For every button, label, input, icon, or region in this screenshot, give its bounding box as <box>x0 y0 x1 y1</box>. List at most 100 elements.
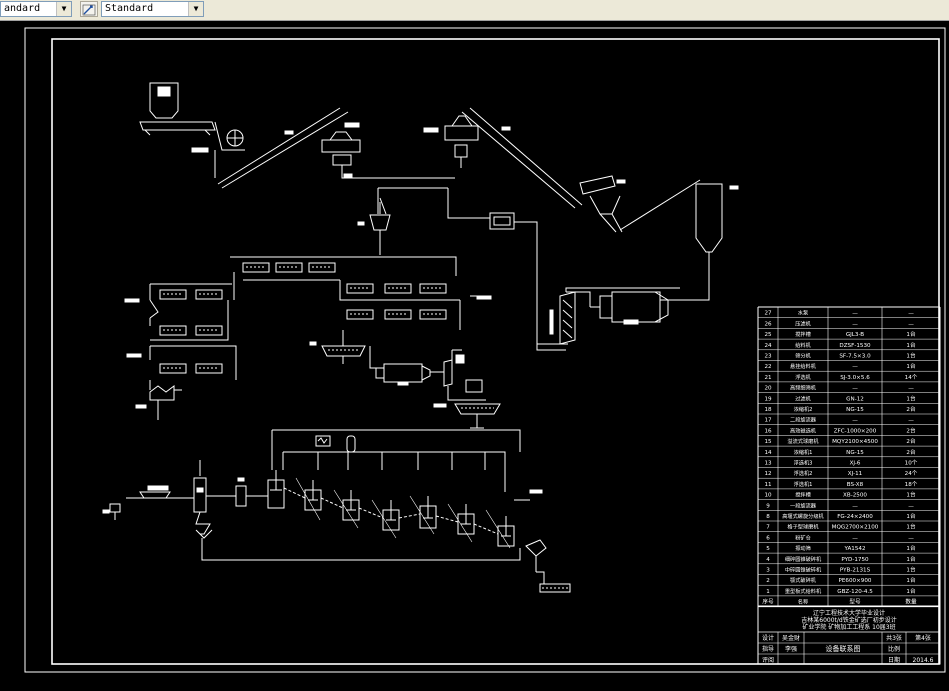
row-name: 二段旋流器 <box>790 416 817 424</box>
row-name: 浮选机 <box>795 373 811 381</box>
row-number: 16 <box>764 428 772 434</box>
title-line-2: 吉林某6000t/d铁金矿选厂初步设计 <box>801 616 896 624</box>
row-name: 浮选机1 <box>794 480 813 488</box>
text-style-value: andard <box>4 3 41 14</box>
sheet-number: 第4张 <box>915 634 931 642</box>
row-quantity: 1台 <box>906 587 916 595</box>
row-quantity: — <box>908 311 914 317</box>
row-name: 中碎圆锥破碎机 <box>785 566 822 574</box>
outer-frame <box>24 27 946 673</box>
row-model: SF-7.5×3.0 <box>839 354 871 360</box>
row-model: GN-12 <box>846 396 864 402</box>
row-quantity: 2台 <box>906 448 916 456</box>
row-quantity: 18个 <box>905 481 918 488</box>
row-number: 1 <box>766 589 770 595</box>
row-model: — <box>852 364 858 370</box>
title-line-1: 辽宁工程技术大学毕业设计 <box>813 609 885 617</box>
row-number: 5 <box>766 546 770 552</box>
row-name: 格子型球磨机 <box>787 523 819 531</box>
row-number: 11 <box>764 482 772 488</box>
row-quantity: 2台 <box>906 426 916 434</box>
row-model: DZSF-1530 <box>839 343 871 349</box>
drawing-name: 设备联系图 <box>826 644 861 653</box>
row-name: 振动筛 <box>795 544 811 552</box>
row-model: — <box>852 535 858 541</box>
dimension-style-combo[interactable]: Standard ▼ <box>101 1 204 17</box>
reviewer-label: 评阅 <box>762 656 774 664</box>
row-model: — <box>852 503 858 509</box>
row-name: 筛分机 <box>795 352 811 360</box>
row-name: 悬挂给料机 <box>790 362 817 370</box>
row-quantity: 2台 <box>906 437 916 445</box>
date-value: 2014.6 <box>913 657 934 664</box>
row-name: 重型板式给料机 <box>785 587 822 595</box>
row-number: 18 <box>764 407 772 413</box>
row-number: 20 <box>764 386 772 392</box>
table-header-no: 序号 <box>762 598 774 606</box>
row-model: BS-X8 <box>847 482 864 488</box>
sheet-total: 共3张 <box>886 634 902 642</box>
row-quantity: 1台 <box>906 341 916 349</box>
row-name: 一段旋流器 <box>790 501 817 509</box>
row-number: 12 <box>764 471 771 477</box>
row-quantity: — <box>908 535 914 541</box>
table-header-qty: 数量 <box>905 598 917 606</box>
advisor-label: 指导 <box>762 645 774 653</box>
row-number: 14 <box>764 450 772 456</box>
dimension-style-icon[interactable] <box>80 1 98 17</box>
row-name: 粉矿仓 <box>795 533 811 541</box>
row-number: 3 <box>766 568 770 574</box>
row-number: 17 <box>764 418 772 424</box>
row-number: 6 <box>766 535 770 541</box>
row-model: PE600×900 <box>839 578 872 584</box>
row-number: 25 <box>764 332 772 338</box>
row-model: PYD-1750 <box>841 557 869 563</box>
chevron-down-icon[interactable]: ▼ <box>56 2 71 16</box>
row-quantity: — <box>908 418 914 424</box>
row-quantity: 1台 <box>906 491 916 499</box>
row-number: 9 <box>766 503 770 509</box>
scale-label: 比例 <box>888 645 900 653</box>
row-name: 高堰式螺旋分级机 <box>782 512 824 520</box>
row-model: YA1542 <box>843 546 865 552</box>
row-name: 高频细筛机 <box>790 384 817 392</box>
table-header-name: 名称 <box>798 598 808 606</box>
toolbar: andard ▼ Standard ▼ <box>0 0 949 21</box>
designer-value: 吴金财 <box>782 634 800 642</box>
row-model: GJL3-B <box>846 332 864 338</box>
row-name: 浓缩机2 <box>794 405 813 413</box>
row-number: 13 <box>764 461 772 467</box>
row-quantity: 1台 <box>906 566 916 574</box>
row-quantity: 1台 <box>906 544 916 552</box>
row-number: 27 <box>764 311 772 317</box>
row-name: 颚式破碎机 <box>790 576 817 584</box>
chevron-down-icon[interactable]: ▼ <box>188 2 203 16</box>
row-number: 21 <box>764 375 772 381</box>
row-quantity: 1台 <box>906 512 916 520</box>
row-model: FG-24×2400 <box>837 514 873 520</box>
dimension-style-value: Standard <box>105 3 154 14</box>
row-name: 高效磁选机 <box>790 426 817 434</box>
table-header-model: 型号 <box>849 598 861 606</box>
row-name: 水泵 <box>798 309 808 317</box>
row-name: 浮选机2 <box>794 469 813 477</box>
row-name: 浓缩机1 <box>794 448 813 456</box>
row-quantity: 1台 <box>906 352 916 360</box>
row-name: 细碎圆锥破碎机 <box>785 555 822 563</box>
row-model: XJ-6 <box>850 461 861 467</box>
row-number: 24 <box>764 343 772 349</box>
row-name: 搅拌槽 <box>795 330 811 338</box>
row-name: 过滤机 <box>795 394 811 402</box>
inner-frame <box>51 38 940 665</box>
row-number: 2 <box>766 578 770 584</box>
row-number: 19 <box>764 396 772 402</box>
row-quantity: 1台 <box>906 523 916 531</box>
text-style-combo[interactable]: andard ▼ <box>0 1 72 17</box>
row-quantity: — <box>908 386 914 392</box>
row-model: ZFC-1000×200 <box>834 428 877 434</box>
row-quantity: 24个 <box>905 470 918 477</box>
row-name: 浮选机3 <box>794 459 813 467</box>
row-model: GBZ-120-4.5 <box>837 589 873 595</box>
flowsheet-diagram <box>102 82 739 593</box>
